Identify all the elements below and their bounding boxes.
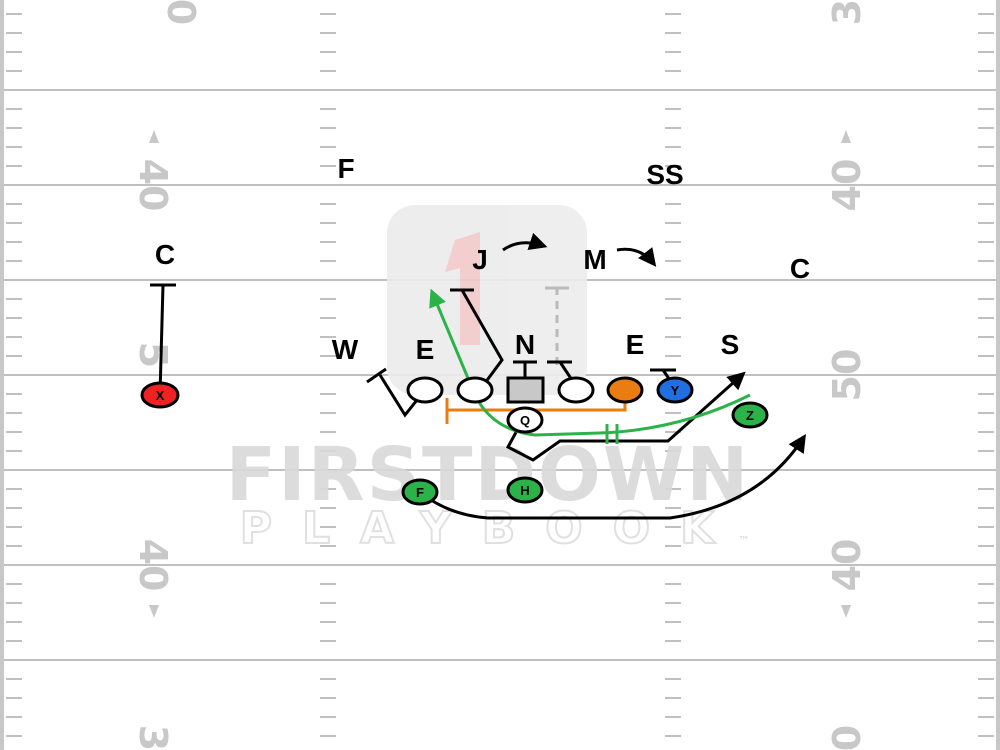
defender-left-corner: C <box>155 239 175 270</box>
yard-number-left-5: 3 <box>131 725 175 750</box>
watermark-trademark: ™ <box>738 534 750 548</box>
yard-number-right-2: 40 <box>825 159 869 212</box>
yard-number-left-4: 40 <box>131 539 175 592</box>
direction-arrow-icon <box>149 605 159 618</box>
defender-free-safety: F <box>337 153 354 184</box>
player-z <box>731 401 769 429</box>
player-f-label: F <box>416 485 424 500</box>
direction-arrow-icon <box>841 130 851 143</box>
player-h <box>506 476 544 504</box>
yard-number-right-1: 3 <box>825 0 869 25</box>
player-f <box>401 478 439 506</box>
right-tackle <box>606 376 644 404</box>
right-guard <box>557 376 595 404</box>
watermark-line2: PLAYBOOK <box>240 503 744 554</box>
m-movement-arrow <box>616 247 657 267</box>
offense-skill-players: X Y Z Q F H <box>140 376 769 506</box>
yard-direction-arrows <box>149 130 851 618</box>
defender-right-corner: C <box>790 253 810 284</box>
lg-block-route <box>460 289 504 384</box>
direction-arrow-icon <box>149 130 159 143</box>
left-guard <box>456 376 494 404</box>
defender-nose: N <box>515 329 535 360</box>
right-sideline <box>996 0 1000 750</box>
offensive-line <box>406 376 644 404</box>
defender-right-end: E <box>626 329 645 360</box>
defender-left-end: E <box>416 334 435 365</box>
yard-number-right-3: 50 <box>825 349 869 402</box>
f-swing-route <box>419 433 806 520</box>
defender-j: J <box>472 244 488 275</box>
center <box>506 376 545 404</box>
player-y-label: Y <box>671 383 680 398</box>
z-motion-snap-marker <box>605 424 619 444</box>
defender-m: M <box>583 244 606 275</box>
left-tackle <box>406 376 444 404</box>
player-y <box>656 376 694 404</box>
rg-block-route <box>558 361 574 381</box>
z-motion-route <box>429 288 751 437</box>
defender-strong-safety: SS <box>646 159 683 190</box>
yard-number-left-1: 0 <box>159 0 203 25</box>
player-x-label: X <box>156 388 165 403</box>
direction-arrow-icon <box>841 605 851 618</box>
watermark-logo-badge <box>387 205 587 395</box>
yard-number-right-5: 0 <box>825 725 869 750</box>
hash-marks <box>6 13 994 737</box>
qb-run-route <box>505 371 746 462</box>
yard-number-left-2: 40 <box>131 159 175 212</box>
x-block-route <box>158 284 165 396</box>
left-sideline <box>0 0 4 750</box>
yard-number-left-3: 5 <box>131 342 175 368</box>
player-q <box>506 406 544 434</box>
yard-number-right-4: 40 <box>825 539 869 592</box>
defense: F SS C C J M W E N E S <box>155 153 810 365</box>
yard-numbers-right: 3 40 50 40 0 <box>825 0 869 750</box>
watermark: FIRSTDOWN PLAYBOOK ™ <box>226 205 751 555</box>
player-h-label: H <box>520 483 529 498</box>
defender-w: W <box>332 334 359 365</box>
player-x <box>140 381 180 409</box>
player-q-label: Q <box>520 413 530 428</box>
lt-block-stop <box>366 367 387 384</box>
defender-s: S <box>721 329 740 360</box>
player-z-label: Z <box>746 408 754 423</box>
yard-numbers-left: 0 40 5 40 3 <box>131 0 203 750</box>
j-movement-arrow <box>502 232 548 252</box>
watermark-line1: FIRSTDOWN <box>226 432 751 518</box>
